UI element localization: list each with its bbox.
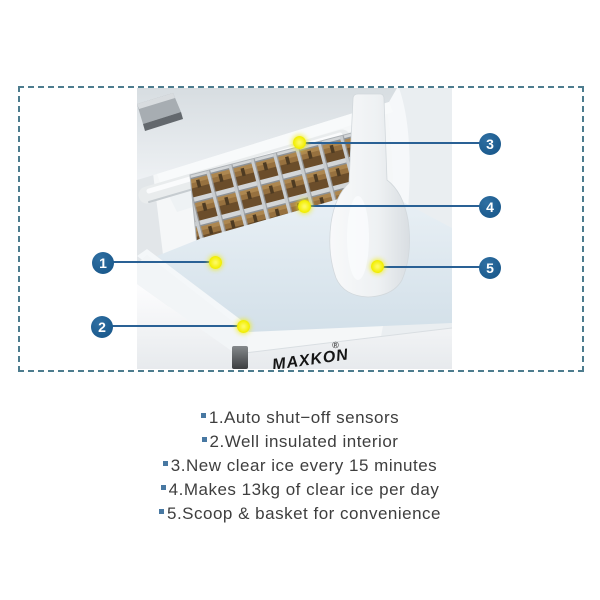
hinge: [137, 93, 183, 131]
callout-number: 5: [486, 260, 494, 276]
bullet-square-icon: [162, 461, 168, 466]
callout-number: 2: [98, 319, 106, 335]
callout-number: 4: [486, 199, 494, 215]
callout-badge-2: 2: [91, 316, 113, 338]
dashed-frame: [18, 86, 584, 372]
product-photo: MAXKON ®: [137, 88, 452, 369]
marker-dot-3: [293, 136, 306, 149]
bullet-square-icon: [160, 485, 166, 490]
marker-dot-4: [298, 200, 311, 213]
lid-front-edge: [157, 102, 393, 185]
callout-badge-3: 3: [479, 133, 501, 155]
callout-line-1: [113, 261, 216, 263]
list-item: 4.Makes 13kg of clear ice per day: [0, 478, 600, 502]
front-seam: [235, 327, 452, 355]
callout-badge-4: 4: [479, 196, 501, 218]
bullet-square-icon: [201, 437, 207, 442]
marker-dot-2: [237, 320, 250, 333]
callout-badge-5: 5: [479, 257, 501, 279]
foot: [232, 346, 248, 369]
list-item: 5.Scoop & basket for convenience: [0, 502, 600, 526]
feature-text: 4.Makes 13kg of clear ice per day: [168, 480, 440, 499]
bullet-square-icon: [200, 413, 206, 418]
scoop: [329, 93, 410, 298]
feature-text: 5.Scoop & basket for convenience: [167, 504, 441, 523]
callout-line-5: [378, 266, 480, 268]
feature-text: 1.Auto shut−off sensors: [208, 408, 400, 427]
list-item: 2.Well insulated interior: [0, 430, 600, 454]
callout-number: 3: [486, 136, 494, 152]
marker-dot-1: [209, 256, 222, 269]
feature-text: 2.Well insulated interior: [209, 432, 399, 451]
feature-text: 3.New clear ice every 15 minutes: [170, 456, 438, 475]
registered-mark: ®: [331, 340, 339, 351]
callout-line-2: [112, 325, 243, 327]
front-rim: [137, 255, 248, 354]
callout-badge-1: 1: [92, 252, 114, 274]
bullet-square-icon: [159, 509, 164, 514]
callout-line-3: [300, 142, 480, 144]
list-item: 3.New clear ice every 15 minutes: [0, 454, 600, 478]
callout-number: 1: [99, 255, 107, 271]
list-item: 1.Auto shut−off sensors: [0, 406, 600, 430]
marker-dot-5: [371, 260, 384, 273]
feature-list: 1.Auto shut−off sensors 2.Well insulated…: [0, 406, 600, 526]
front-panel: [137, 284, 452, 369]
lid: [137, 88, 397, 180]
callout-line-4: [305, 205, 480, 207]
